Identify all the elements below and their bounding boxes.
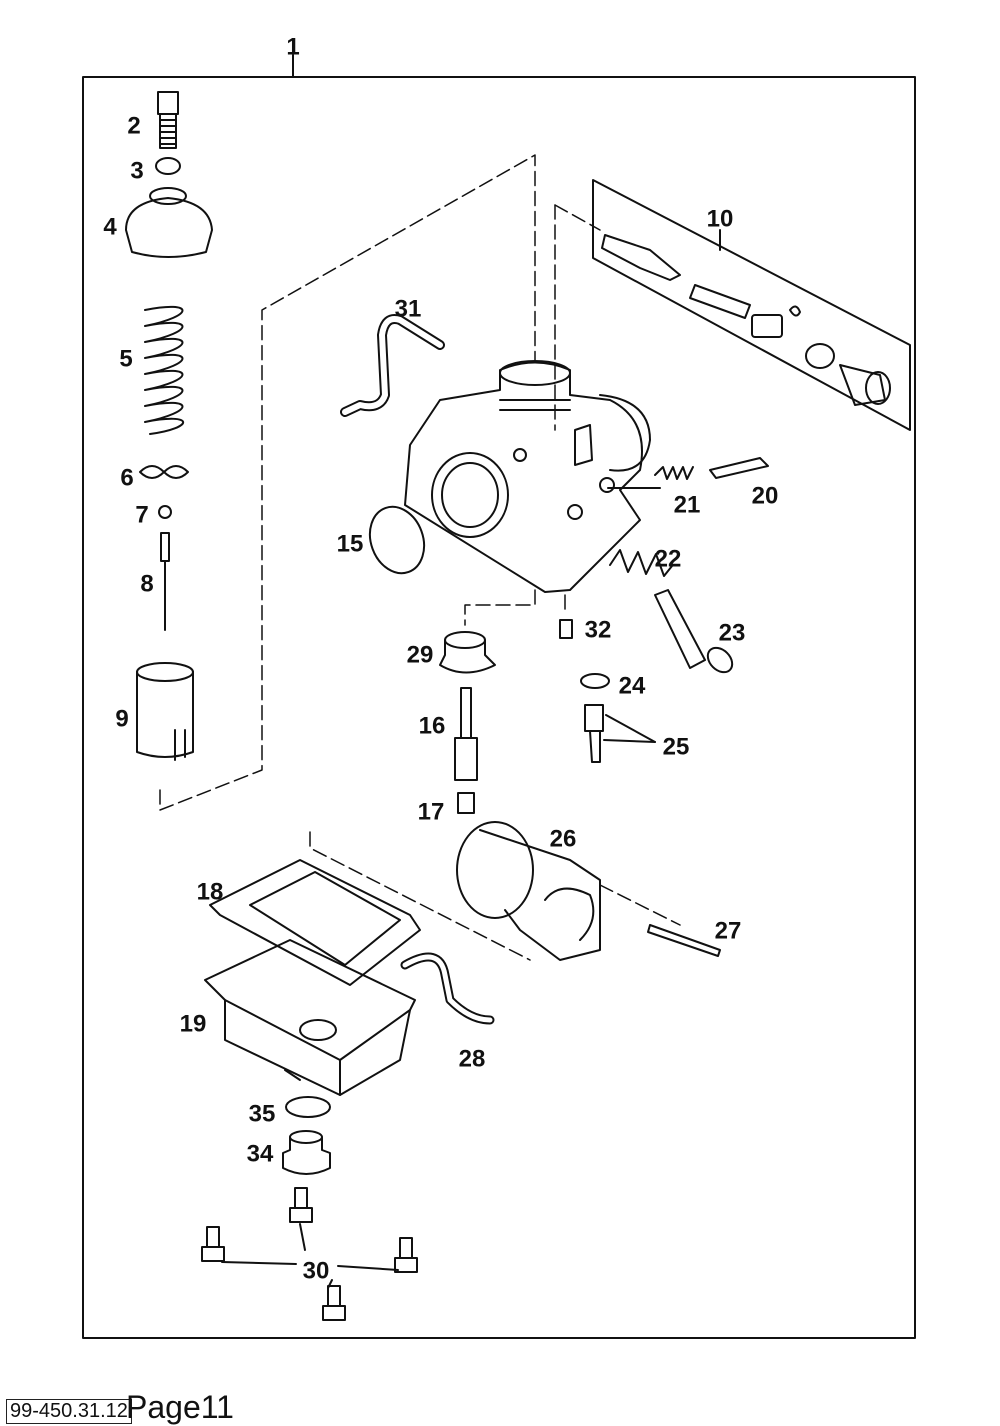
callout-18: 18 [197, 878, 224, 905]
part-8-jet-needle [160, 532, 170, 631]
callout-19: 19 [180, 1010, 207, 1037]
part-9-throttle-slide [136, 662, 194, 761]
callout-24: 24 [619, 672, 646, 699]
part-2-adjuster-screw [157, 91, 179, 149]
part-26-float [456, 821, 601, 961]
part-6-needle-clip [139, 465, 189, 479]
page-label: Page11 [126, 1389, 234, 1425]
part-10-jet-kit [592, 179, 911, 431]
callout-6: 6 [120, 464, 133, 491]
callout-16: 16 [419, 712, 446, 739]
callout-25: 25 [663, 733, 690, 760]
callout-23: 23 [719, 619, 746, 646]
callout-15: 15 [337, 530, 364, 557]
callout-3: 3 [130, 157, 143, 184]
callout-1: 1 [286, 33, 299, 60]
part-24-washer [580, 673, 610, 689]
callout-34: 34 [247, 1140, 274, 1167]
part-35-o-ring [285, 1096, 331, 1118]
callout-9: 9 [115, 705, 128, 732]
part-21-spring [654, 466, 694, 480]
callout-22: 22 [655, 545, 682, 572]
part-23-air-screw [654, 589, 734, 674]
callout-8: 8 [140, 570, 153, 597]
callout-29: 29 [407, 641, 434, 668]
callout-4: 4 [103, 213, 117, 240]
part-5-spring [144, 305, 185, 435]
callout-labels: 1234567891015161718192021222324252627282… [103, 33, 778, 1284]
part-29-spacer [439, 631, 496, 674]
callout-30: 30 [303, 1257, 330, 1284]
part-25-float-valve [584, 704, 656, 763]
drawing-code: 99-450.31.12 [6, 1399, 132, 1424]
part-7-e-clip [158, 505, 172, 519]
callout-21: 21 [674, 491, 701, 518]
callout-17: 17 [418, 798, 445, 825]
part-18-float-bowl-gasket [209, 859, 421, 986]
part-20-idle-screw [709, 457, 769, 479]
part-27-float-pin [647, 924, 721, 957]
part-4-top-cap [125, 187, 213, 258]
carburetor-body [404, 360, 651, 593]
callout-35: 35 [249, 1100, 276, 1127]
part-22-spring [609, 549, 673, 577]
part-30-screws [201, 1187, 418, 1321]
callout-20: 20 [752, 482, 779, 509]
callout-32: 32 [585, 616, 612, 643]
part-19-float-bowl [204, 939, 416, 1096]
callout-27: 27 [715, 917, 742, 944]
part-17-main-jet [457, 792, 475, 814]
callout-31: 31 [395, 295, 422, 322]
part-32-pilot-jet [559, 619, 573, 639]
part-15-o-ring [368, 505, 426, 575]
callout-26: 26 [550, 825, 577, 852]
assembly-frame [82, 76, 916, 1339]
callout-10: 10 [707, 205, 734, 232]
part-34-drain-plug [282, 1130, 331, 1175]
callout-28: 28 [459, 1045, 486, 1072]
callout-5: 5 [119, 345, 132, 372]
callout-7: 7 [135, 501, 148, 528]
callout-2: 2 [127, 112, 140, 139]
part-16-needle-jet [454, 687, 478, 781]
part-3-nut [155, 157, 181, 175]
